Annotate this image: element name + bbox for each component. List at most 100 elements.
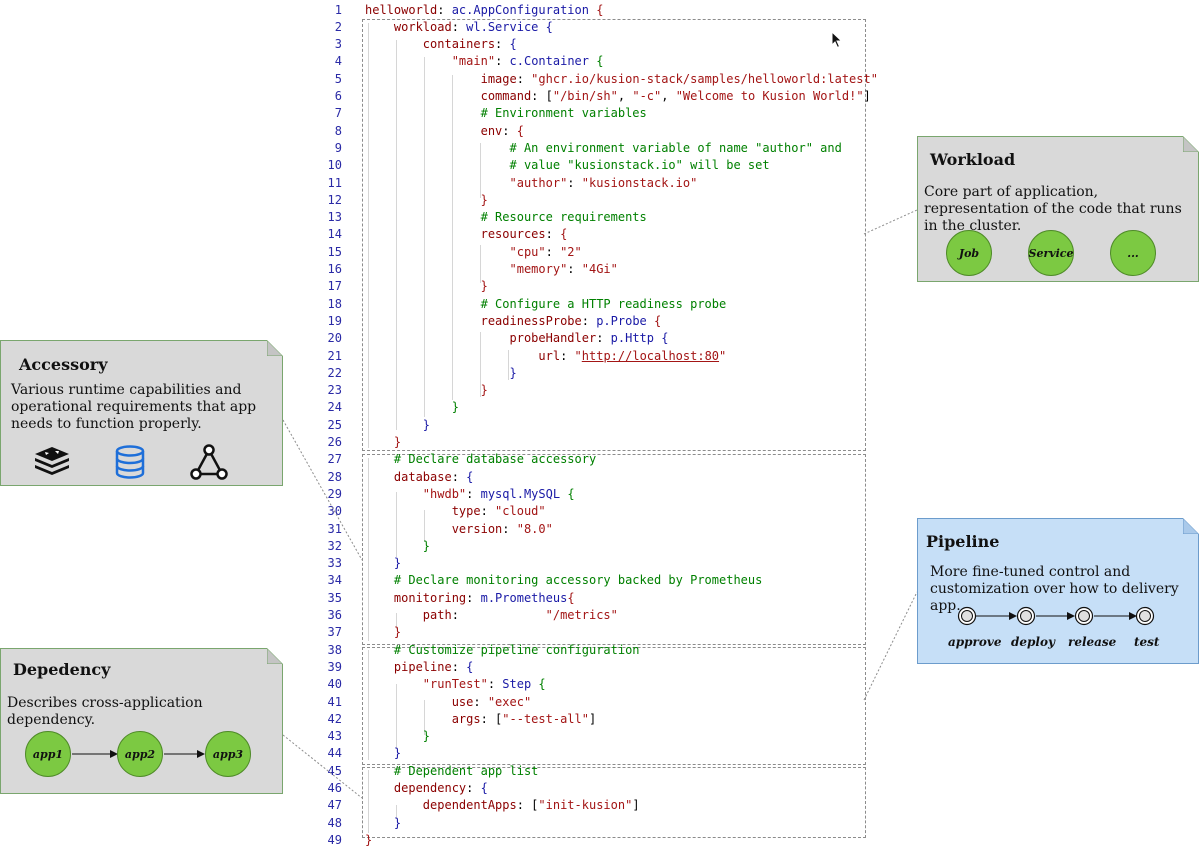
code-token: "init-kusion" [538,798,633,813]
code-line: "runTest": Step { [365,676,546,693]
code-line: } [365,815,401,832]
code-token: : [596,331,611,346]
code-token: { [588,2,604,17]
code-token: : [545,244,561,259]
code-token: "memory" [509,262,568,276]
code-token: : [495,37,510,52]
page-fold-icon [267,340,283,356]
code-line: "memory": "4Gi" [365,261,618,278]
stage-label-deploy: deploy [1011,635,1055,649]
code-token: "--test-all" [502,711,589,726]
code-token: " [719,348,727,363]
code-token: type [365,504,481,519]
dependency-node-app2: app2 [117,731,163,777]
code-line: "cpu": "2" [365,244,582,261]
code-token: # value "kusionstack.io" will be set [365,158,770,173]
code-token: use [365,694,474,709]
code-token: { [654,331,669,346]
code-line: # Declare database accessory [365,451,596,468]
code-token: "hwdb" [422,486,467,501]
code-token: } [365,815,402,830]
line-number: 39 [327,659,342,674]
code-token: { [466,469,474,484]
line-number: 37 [327,625,342,640]
code-line: } [365,538,430,555]
code-token: # An environment variable of name "autho… [365,140,842,155]
code-token: { [531,677,546,692]
line-number: 12 [327,192,342,207]
code-token: "2" [560,244,582,259]
workload-section-box [362,19,866,451]
code-token: } [365,365,517,380]
code-token: : [487,677,503,692]
code-token: Step [502,677,532,692]
indent-guide [424,510,425,542]
code-token: # Configure a HTTP readiness probe [365,296,727,311]
code-token: workload [365,19,452,34]
line-number: 4 [334,54,342,69]
code-token: { [646,313,662,328]
code-line: containers: { [365,36,517,53]
code-line: } [365,192,488,209]
line-number: 5 [334,71,342,86]
code-token: } [365,383,488,398]
code-line: # value "kusionstack.io" will be set [365,157,770,174]
database-icon [115,445,145,479]
code-token: { [567,590,575,605]
code-token: } [365,435,402,449]
code-token: "Welcome to Kusion World!" [675,89,864,103]
code-token: , [617,89,633,103]
line-number: 2 [334,19,342,34]
indent-guide [480,245,481,283]
code-token: } [365,400,459,415]
code-token: } [365,746,402,761]
code-line: path: "/metrics" [365,607,618,624]
code-token: : [466,781,481,795]
code-token: } [365,279,488,294]
code-token: { [466,659,474,674]
line-number: 44 [327,746,342,761]
code-line: dependency: { [365,780,488,797]
code-line: # Configure a HTTP readiness probe [365,296,727,313]
line-number: 7 [334,106,342,121]
code-line: image: "ghcr.io/kusion-stack/samples/hel… [365,71,878,88]
code-token: , [661,89,676,103]
code-token: "-c" [632,89,662,103]
stage-label-test: test [1134,635,1160,649]
code-token: : [560,348,575,363]
line-number: 31 [327,521,342,536]
code-line: url: "http://localhost:80" [365,348,726,365]
code-token: { [538,19,553,34]
code-token: path [365,608,452,622]
code-token: command [365,89,532,103]
code-token: image [365,71,517,86]
code-token: ] [863,89,871,103]
code-token: m.Prometheus [480,590,568,605]
code-token: : [451,19,467,34]
pipeline-flow [957,606,1155,626]
code-token: "main" [451,54,496,69]
indent-guide [396,684,397,749]
code-token: } [365,192,488,207]
line-number: 33 [327,556,342,571]
code-token: "ghcr.io/kusion-stack/samples/helloworld… [531,71,878,86]
code-token: { [480,781,488,795]
dependency-node-app1: app1 [25,731,71,777]
code-token: ac.AppConfiguration [451,2,589,17]
line-number: 27 [327,452,342,467]
redis-icon [35,447,69,475]
code-token: p.Probe [596,313,647,328]
code-token: version [365,521,503,536]
code-token: : [ [516,798,539,813]
indent-guide [452,75,453,400]
code-token: http://localhost:80 [581,348,720,363]
line-number: 8 [334,123,342,138]
pipeline-note: Pipeline More fine-tuned control and cus… [917,518,1199,664]
workload-note: Workload Core part of application, repre… [917,136,1199,282]
code-token: : [451,469,467,484]
code-token: : [473,694,488,709]
line-number: 16 [327,262,342,276]
code-token: : [ [531,89,553,103]
line-number: 23 [327,383,342,398]
